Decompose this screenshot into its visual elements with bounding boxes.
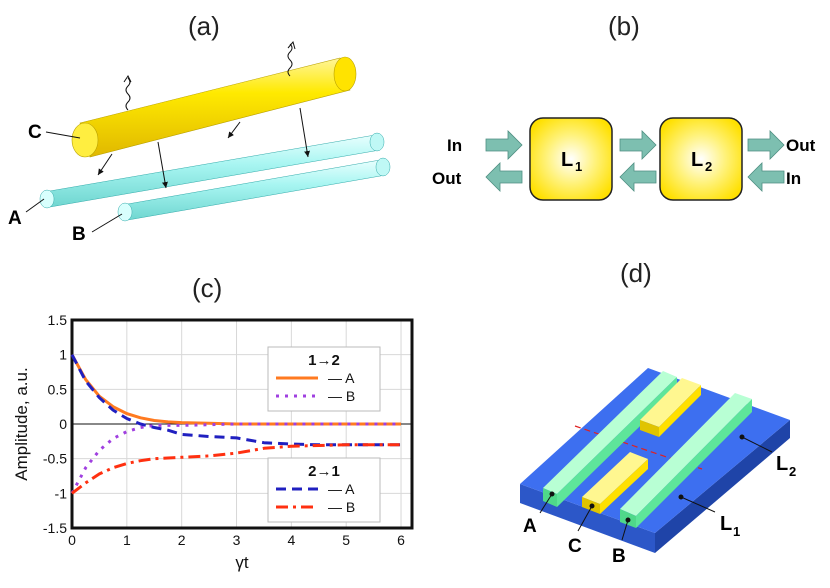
legend-entry: — A [328,481,355,497]
x-tick-label: 5 [342,532,350,548]
legend-2to1: 2→1— A — B [267,457,381,523]
legend-box [267,457,381,523]
label-d-l2-sub: 2 [789,464,796,479]
y-axis-label: Amplitude, a.u. [12,367,31,480]
fiber-c [71,56,357,158]
x-tick-label: 4 [287,532,295,548]
y-tick-label: 0 [59,416,67,432]
arrow-left-icon [747,162,785,192]
legend-entry: — A [328,370,355,386]
x-tick-label: 6 [397,532,405,548]
panel-a-label: (a) [188,11,220,41]
label-d-l1: L [720,513,732,535]
label-b: B [72,224,86,245]
y-tick-label: -1.5 [43,520,67,536]
label-in-left: In [447,136,462,155]
label-d-l1-sub: 1 [733,524,740,539]
callout-lines [539,434,773,541]
box-l1-sub: 1 [575,159,582,174]
series-line [70,354,401,447]
fiber-a [39,132,385,209]
panel-d-label: (d) [620,258,652,288]
y-tick-label: 1.5 [48,312,68,328]
arrow-left-icon [485,162,523,192]
series-line [70,422,401,495]
panel-a: (a) [8,11,391,245]
box-l1-label: L [561,149,573,171]
arrow-right-icon [747,130,785,160]
panel-b-label: (b) [608,11,640,41]
y-tick-label: 0.5 [48,381,68,397]
plot-frame [70,318,414,530]
x-axis-label: γt [235,553,249,572]
arrow-right-icon [619,130,657,160]
label-in-right: In [786,169,801,188]
box-l2-sub: 2 [705,159,712,174]
label-d-a: A [523,516,537,537]
x-tick-label: 1 [123,532,131,548]
box-l2-label: L [691,149,703,171]
legend-entry: — B [328,499,355,515]
legend-title: 1→2 [308,352,340,369]
y-tick-label: -1 [55,485,68,501]
label-d-c: C [568,536,582,557]
series-line [70,353,401,426]
label-out-left: Out [432,169,462,188]
y-tick-label: -0.5 [43,451,67,467]
resonator-box-l2 [659,117,743,201]
strip-c-upper [640,378,701,437]
panel-c: (c) 0 1 2 3 4 5 6 1.5 1 0.5 0 -0.5 -1 -1.5 γt Amplitude… [12,273,414,572]
fiber-b [117,157,391,222]
yellow-strips [582,378,701,514]
y-tick-label: 1 [59,347,67,363]
label-c: C [28,122,42,143]
emission-wave-icon [123,40,296,111]
arrow-right-icon [485,130,523,160]
legend-title: 2→1 [308,463,340,480]
amplitude-chart: 0 1 2 3 4 5 6 1.5 1 0.5 0 -0.5 -1 -1.5 γt Amplitude, a.… [12,312,414,572]
x-tick-label: 3 [233,532,241,548]
coupling-arrows [97,107,310,189]
waveguide-strips [543,371,752,528]
panel-d: (d) [520,258,796,567]
label-a: A [8,208,22,229]
label-out-right: Out [786,136,816,155]
label-d-b: B [612,546,626,567]
series-line [71,443,401,495]
legend-entry: — B [328,388,355,404]
panel-b: (b) L 1 L 2 In Out Out In [432,11,816,201]
resonator-box-l1 [529,117,613,201]
panel-c-label: (c) [192,273,222,303]
x-tick-label: 2 [178,532,186,548]
flow-arrows [485,130,785,192]
label-d-l2: L [776,453,788,475]
legend-1to2: 1→2— A — B [267,346,381,412]
x-tick-label: 0 [68,532,76,548]
arrow-left-icon [619,162,657,192]
